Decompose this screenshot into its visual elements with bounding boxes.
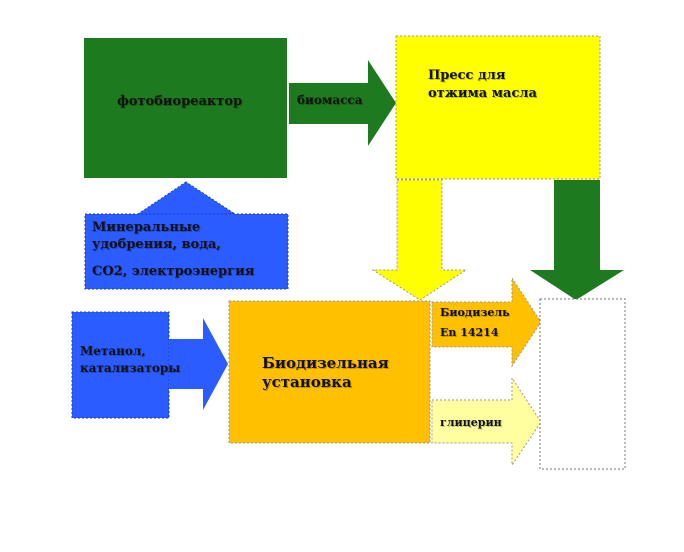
press-label-line2: отжима масла <box>428 86 537 101</box>
biodiesel-plant-label-line2: установка <box>262 373 352 391</box>
press-box <box>395 35 601 180</box>
glycerin-arrow <box>431 376 542 467</box>
minerals-label-line3: CO2, электроэнергия <box>92 264 255 279</box>
minerals-label-line1: Минеральные <box>92 220 201 235</box>
methanol-label-line2: катализаторы <box>80 361 181 375</box>
output-box <box>539 298 626 470</box>
press-label-line1: Пресс для <box>428 68 506 83</box>
biodiesel-plant-box <box>228 300 431 444</box>
residue-down-arrow <box>530 180 624 300</box>
biodiesel-arrow <box>431 276 542 368</box>
methanol-box <box>71 311 170 419</box>
methanol-arrow <box>169 318 228 410</box>
biodiesel-plant-label-line1: Биодизельная <box>262 354 389 372</box>
biomass-arrow <box>289 60 396 146</box>
biomass-label: биомасса <box>297 93 363 107</box>
photobioreactor-label: фотобиореактор <box>117 94 243 109</box>
methanol-label-line1: Метанол, <box>80 344 146 358</box>
photobioreactor-box <box>84 38 287 178</box>
biodiesel-arrow-label-line2: En 14214 <box>440 326 499 339</box>
minerals-box <box>84 213 289 290</box>
oil-down-arrow <box>371 179 468 301</box>
glycerin-label: глицерин <box>440 416 502 429</box>
minerals-up-arrow <box>136 181 237 217</box>
minerals-label-line2: удобрения, вода, <box>92 237 221 252</box>
biodiesel-arrow-label-line1: Биодизель <box>440 306 510 319</box>
